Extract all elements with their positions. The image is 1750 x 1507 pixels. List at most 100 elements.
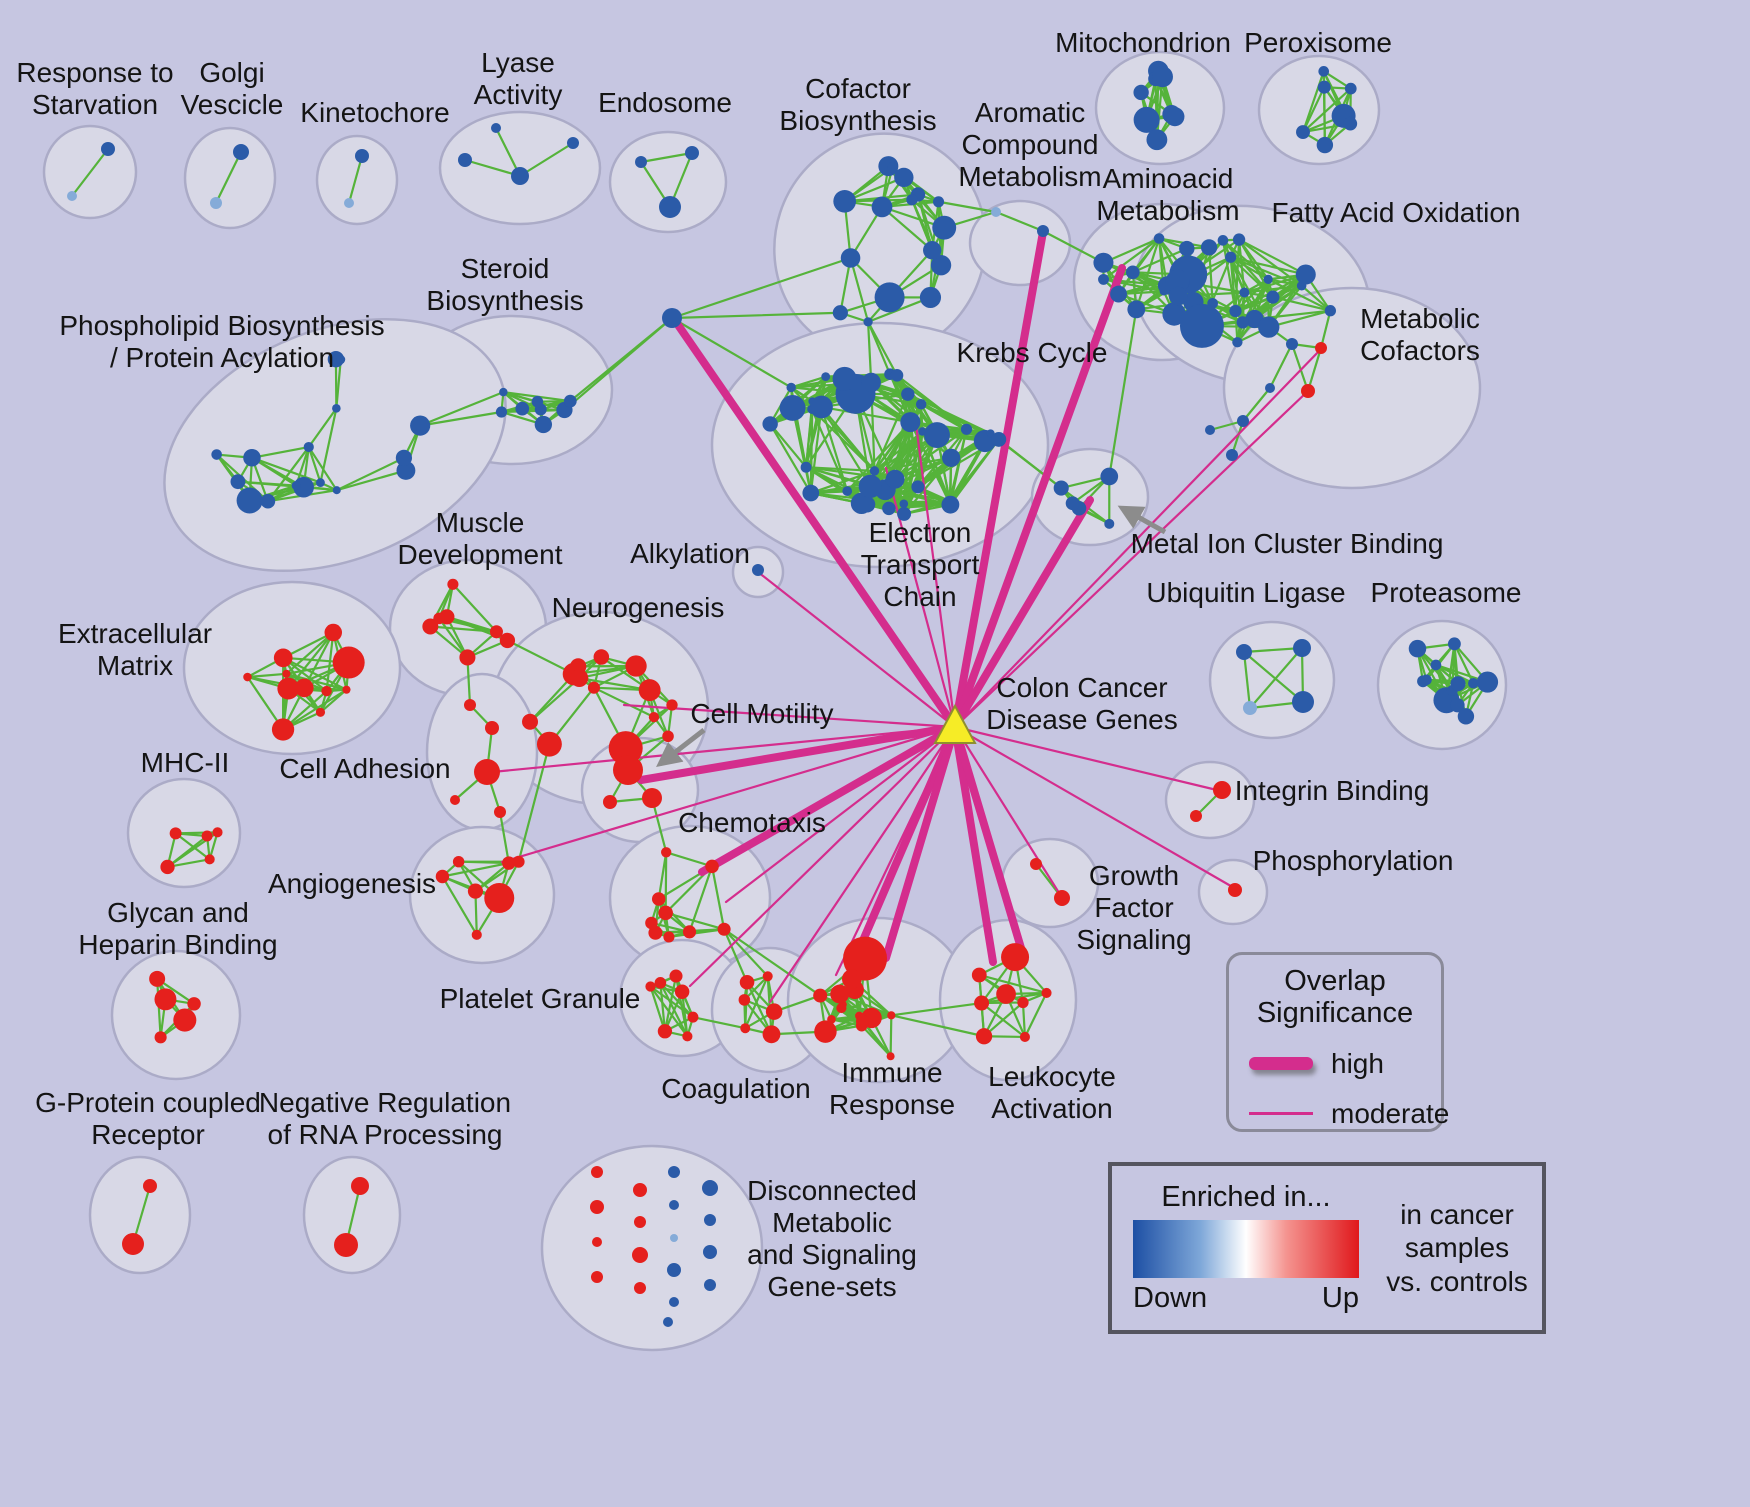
- gene-set-edge: [880, 205, 934, 252]
- gene-set-node: [894, 167, 914, 188]
- gene-set-node: [1293, 639, 1311, 657]
- gene-set-node: [687, 1011, 699, 1023]
- gene-set-node: [342, 685, 351, 694]
- inter-cluster-edge: [866, 320, 899, 377]
- gene-set-edge: [1290, 342, 1310, 393]
- gene-set-edge: [307, 445, 338, 492]
- gene-set-edge: [994, 210, 1045, 233]
- gene-set-node: [613, 755, 643, 785]
- gene-set-node: [1316, 136, 1334, 154]
- overlap-link-moderate: [756, 570, 957, 729]
- gene-set-edge: [791, 406, 812, 495]
- gene-set-node: [704, 1214, 716, 1226]
- gene-set-node: [840, 248, 861, 268]
- gene-set-edge: [659, 981, 689, 1038]
- inter-cluster-edge: [1319, 309, 1332, 350]
- gene-set-node: [485, 721, 499, 735]
- gene-set-node: [1165, 269, 1190, 294]
- gene-set-node: [1232, 337, 1243, 348]
- overlap-link-moderate: [500, 725, 957, 864]
- cluster-label-metal-ion-cluster-binding: Metal Ion Cluster Binding: [1131, 528, 1444, 559]
- enrichment-gradient-bar: [1133, 1220, 1359, 1278]
- gene-set-edge: [649, 985, 695, 1019]
- gene-set-node: [855, 1014, 870, 1028]
- gene-set-edge: [1135, 237, 1161, 311]
- gene-set-node: [932, 215, 957, 240]
- cluster-blob-disconnected-genesets: [540, 1144, 764, 1352]
- gene-set-node: [960, 423, 973, 435]
- gene-set-node: [762, 416, 778, 432]
- gene-set-node: [800, 461, 812, 473]
- cluster-label-alkylation: Alkylation: [630, 538, 750, 569]
- gene-set-edge: [849, 256, 870, 323]
- gene-set-node: [1236, 644, 1252, 660]
- gene-set-node: [704, 1279, 716, 1291]
- gene-set-node: [522, 713, 539, 730]
- gene-set-node: [923, 241, 942, 260]
- annotation-arrow: [1117, 505, 1167, 535]
- gene-set-node: [941, 495, 960, 514]
- gene-set-node: [143, 1179, 157, 1193]
- gene-set-node: [974, 995, 990, 1011]
- gene-set-node: [765, 1003, 783, 1020]
- gene-set-node: [422, 618, 439, 635]
- gene-set-edge: [744, 975, 769, 1030]
- inter-cluster-edge: [691, 1016, 747, 1030]
- enrichment-legend-title: Enriched in...: [1161, 1181, 1331, 1213]
- gene-set-nodes-layer: [67, 60, 1499, 1327]
- up-label: Up: [1321, 1282, 1359, 1314]
- gene-set-node: [1301, 384, 1315, 398]
- gene-set-node: [396, 461, 416, 480]
- gene-set-node: [1205, 425, 1215, 435]
- gene-set-edge: [745, 981, 773, 1036]
- gene-set-node: [674, 984, 690, 999]
- gene-set-node: [1225, 251, 1237, 263]
- overlap-link-high: [882, 723, 959, 962]
- enrichment-legend: Enriched in... Down Up in cancer samples…: [1108, 1162, 1546, 1334]
- cluster-label-mitochondrion: Mitochondrion: [1055, 27, 1231, 58]
- gene-set-edge: [266, 445, 310, 503]
- inter-cluster-edge: [670, 311, 842, 320]
- gene-set-edge: [1229, 256, 1307, 276]
- overlap-link-moderate: [768, 725, 957, 1004]
- gene-set-node: [1098, 273, 1109, 285]
- gene-set-edge: [664, 851, 668, 914]
- gene-set-node: [842, 486, 853, 496]
- gene-set-node: [355, 149, 369, 163]
- gene-set-node: [1243, 701, 1257, 715]
- gene-set-edge: [895, 374, 968, 431]
- gene-set-edge: [663, 974, 678, 1033]
- gene-set-node: [233, 144, 249, 160]
- gene-set-edge: [949, 428, 968, 506]
- gene-set-node: [149, 970, 166, 987]
- gene-set-edge: [166, 858, 211, 869]
- gene-set-edge: [649, 985, 667, 1033]
- gene-set-node: [635, 156, 647, 168]
- gene-set-node: [344, 198, 354, 208]
- inter-cluster-edge: [937, 200, 998, 214]
- overlap-legend-title-line2: Significance: [1256, 997, 1414, 1030]
- gene-set-node: [1179, 240, 1195, 257]
- gene-set-node: [1226, 449, 1238, 461]
- gene-set-node: [632, 1247, 648, 1263]
- cluster-label-kinetochore: Kinetochore: [300, 97, 449, 128]
- overlap-link-high: [951, 228, 1047, 731]
- gene-set-node: [491, 123, 501, 133]
- gene-set-node: [1408, 639, 1427, 658]
- overlap-link-moderate: [914, 422, 957, 729]
- gene-set-node: [273, 648, 293, 668]
- gene-set-node: [668, 1166, 680, 1178]
- gene-set-edge: [769, 422, 812, 495]
- gene-set-node: [495, 406, 508, 418]
- gene-set-edge: [307, 445, 322, 484]
- gene-set-node: [201, 830, 213, 842]
- gene-set-edge: [70, 147, 110, 198]
- gene-set-node: [1457, 708, 1475, 725]
- inter-cluster-edge: [1108, 308, 1138, 478]
- gene-set-node: [531, 395, 544, 408]
